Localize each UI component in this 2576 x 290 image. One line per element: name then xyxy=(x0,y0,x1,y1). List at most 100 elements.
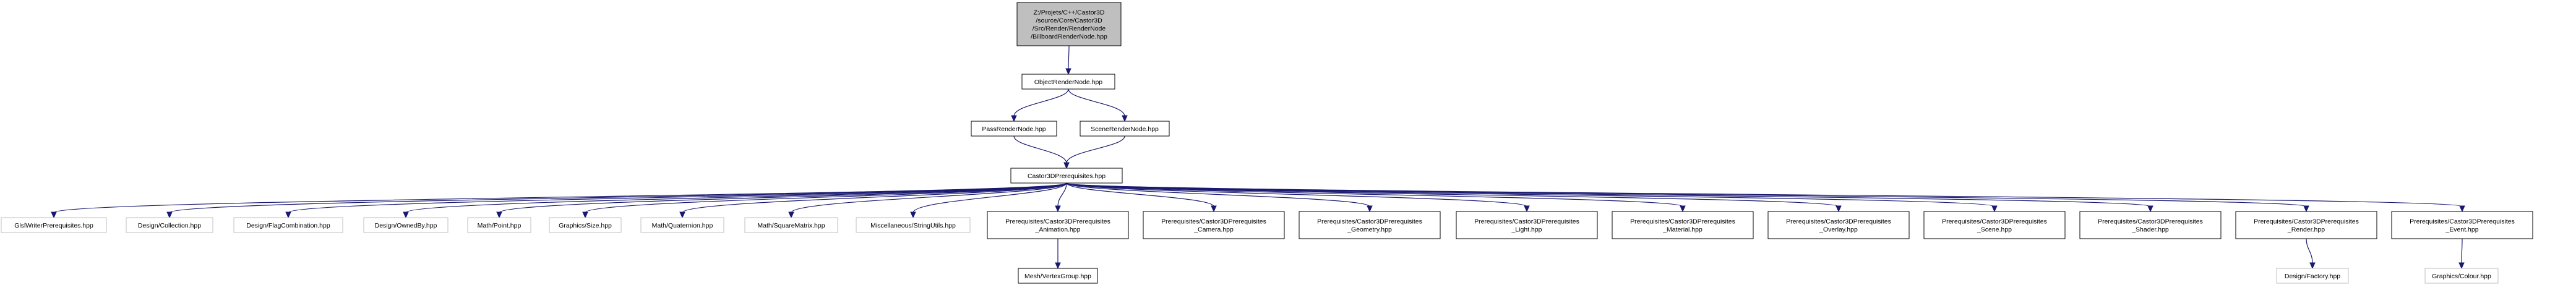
node-render-box xyxy=(2235,211,2377,239)
arrowhead-object-to-scene xyxy=(1122,115,1128,122)
node-flagcomb-label-0: Design/FlagCombination.hpp xyxy=(246,222,330,229)
node-scenep[interactable]: Prerequisites/Castor3DPrerequisites_Scen… xyxy=(1923,211,2066,239)
node-vertexgroup-label-0: Mesh/VertexGroup.hpp xyxy=(1024,273,1091,280)
node-root-box xyxy=(1016,2,1122,46)
node-collection: Design/Collection.hpp xyxy=(126,217,213,233)
node-colour: Graphics/Colour.hpp xyxy=(2424,268,2499,284)
node-light[interactable]: Prerequisites/Castor3DPrerequisites_Ligh… xyxy=(1456,211,1598,239)
arrowhead-prereq-to-render xyxy=(2303,205,2309,213)
node-root-label-1: /source/Core/Castor3D xyxy=(1036,17,1102,25)
arrowhead-prereq-to-glsl xyxy=(51,211,57,219)
node-object-box xyxy=(1021,74,1115,90)
node-material[interactable]: Prerequisites/Castor3DPrerequisites_Mate… xyxy=(1612,211,1754,239)
node-shader[interactable]: Prerequisites/Castor3DPrerequisites_Shad… xyxy=(2079,211,2222,239)
node-point: Math/Point.hpp xyxy=(467,217,531,233)
node-animation-label-1: _Animation.hpp xyxy=(1035,226,1081,234)
node-scenep-box xyxy=(1923,211,2066,239)
node-flagcomb: Design/FlagCombination.hpp xyxy=(233,217,343,233)
node-root[interactable]: Z:/Projets/C++/Castor3D/source/Core/Cast… xyxy=(1016,2,1122,46)
node-stringutils: Miscellaneous/StringUtils.hpp xyxy=(856,217,971,233)
arrowhead-object-to-pass xyxy=(1011,115,1017,122)
arrowhead-prereq-to-overlay xyxy=(1835,205,1842,213)
edge-prereq-to-scenep xyxy=(1066,182,1995,207)
node-material-label-0: Prerequisites/Castor3DPrerequisites xyxy=(1630,218,1735,226)
node-render[interactable]: Prerequisites/Castor3DPrerequisites_Rend… xyxy=(2235,211,2377,239)
node-colour-box xyxy=(2424,268,2499,284)
arrowhead-prereq-to-squarematrix xyxy=(788,211,794,219)
node-vertexgroup-box xyxy=(1018,268,1098,284)
arrowhead-prereq-to-size xyxy=(582,211,588,219)
arrowhead-prereq-to-stringutils xyxy=(910,211,916,219)
node-event-box xyxy=(2391,211,2533,239)
edge-prereq-to-camera xyxy=(1066,182,1214,207)
node-object-label-0: ObjectRenderNode.hpp xyxy=(1034,79,1102,86)
edge-prereq-to-render xyxy=(1066,182,2307,207)
node-overlay-label-0: Prerequisites/Castor3DPrerequisites xyxy=(1786,218,1891,226)
node-light-label-1: _Light.hpp xyxy=(1511,226,1542,234)
node-geometry-box xyxy=(1299,211,1441,239)
node-quaternion-box xyxy=(640,217,724,233)
node-pass-label-0: PassRenderNode.hpp xyxy=(982,126,1045,133)
node-object[interactable]: ObjectRenderNode.hpp xyxy=(1021,74,1115,90)
node-overlay[interactable]: Prerequisites/Castor3DPrerequisites_Over… xyxy=(1767,211,1910,239)
node-event-label-0: Prerequisites/Castor3DPrerequisites xyxy=(2410,218,2515,226)
edge-render-to-factory xyxy=(2306,238,2313,264)
node-ownedby-label-0: Design/OwnedBy.hpp xyxy=(375,222,437,229)
edge-prereq-to-light xyxy=(1066,182,1527,207)
arrowhead-prereq-to-event xyxy=(2459,205,2465,213)
node-glsl-label-0: GlslWriterPrerequisites.hpp xyxy=(14,222,93,229)
edge-pass-to-prereq xyxy=(1013,135,1067,164)
node-scene-label-0: SceneRenderNode.hpp xyxy=(1091,126,1159,133)
arrowhead-prereq-to-animation xyxy=(1055,205,1061,213)
edge-object-to-pass xyxy=(1013,88,1069,117)
node-camera[interactable]: Prerequisites/Castor3DPrerequisites_Came… xyxy=(1143,211,1285,239)
node-root-label-3: /BillboardRenderNode.hpp xyxy=(1031,33,1107,41)
edge-prereq-to-squarematrix xyxy=(791,182,1067,213)
node-animation[interactable]: Prerequisites/Castor3DPrerequisites_Anim… xyxy=(987,211,1129,239)
node-event[interactable]: Prerequisites/Castor3DPrerequisites_Even… xyxy=(2391,211,2533,239)
node-point-box xyxy=(467,217,531,233)
node-prereq-label-0: Castor3DPrerequisites.hpp xyxy=(1028,173,1106,180)
arrowhead-prereq-to-quaternion xyxy=(679,211,685,219)
node-quaternion-label-0: Math/Quaternion.hpp xyxy=(652,222,713,229)
arrowhead-event-to-colour xyxy=(2458,262,2465,270)
edge-prereq-to-flagcomb xyxy=(288,182,1067,213)
edge-object-to-scene xyxy=(1068,88,1125,117)
node-point-label-0: Math/Point.hpp xyxy=(478,222,522,229)
node-geometry[interactable]: Prerequisites/Castor3DPrerequisites_Geom… xyxy=(1299,211,1441,239)
node-glsl-box xyxy=(1,217,107,233)
node-pass[interactable]: PassRenderNode.hpp xyxy=(971,121,1057,137)
node-ownedby: Design/OwnedBy.hpp xyxy=(363,217,449,233)
node-stringutils-box xyxy=(856,217,971,233)
arrowhead-prereq-to-shader xyxy=(2147,205,2153,213)
node-prereq[interactable]: Castor3DPrerequisites.hpp xyxy=(1010,168,1123,184)
node-root-label-0: Z:/Projets/C++/Castor3D xyxy=(1034,9,1105,17)
node-root-label-2: /Src/Render/RenderNode xyxy=(1033,25,1106,33)
arrowhead-scene-to-prereq xyxy=(1063,162,1070,169)
node-scene[interactable]: SceneRenderNode.hpp xyxy=(1080,121,1170,137)
node-camera-label-0: Prerequisites/Castor3DPrerequisites xyxy=(1161,218,1266,226)
node-squarematrix-box xyxy=(744,217,838,233)
arrowhead-prereq-to-point xyxy=(496,211,502,219)
node-colour-label-0: Graphics/Colour.hpp xyxy=(2432,273,2491,280)
edge-prereq-to-size xyxy=(585,182,1067,213)
node-camera-box xyxy=(1143,211,1285,239)
node-shader-box xyxy=(2079,211,2222,239)
node-vertexgroup[interactable]: Mesh/VertexGroup.hpp xyxy=(1018,268,1098,284)
nodes-layer: Z:/Projets/C++/Castor3D/source/Core/Cast… xyxy=(1,2,2533,284)
node-collection-label-0: Design/Collection.hpp xyxy=(138,222,201,229)
node-render-label-1: _Render.hpp xyxy=(2287,226,2325,234)
node-pass-box xyxy=(971,121,1057,137)
node-shader-label-0: Prerequisites/Castor3DPrerequisites xyxy=(2098,218,2203,226)
node-geometry-label-1: _Geometry.hpp xyxy=(1347,226,1392,234)
node-squarematrix: Math/SquareMatrix.hpp xyxy=(744,217,838,233)
edge-prereq-to-stringutils xyxy=(912,182,1067,213)
node-animation-box xyxy=(987,211,1129,239)
node-prereq-box xyxy=(1010,168,1123,184)
edges-layer xyxy=(51,45,2465,270)
edge-prereq-to-event xyxy=(1066,182,2463,207)
arrowhead-prereq-to-material xyxy=(1680,205,1686,213)
arrowhead-prereq-to-ownedby xyxy=(403,211,409,219)
node-shader-label-1: _Shader.hpp xyxy=(2131,226,2169,234)
